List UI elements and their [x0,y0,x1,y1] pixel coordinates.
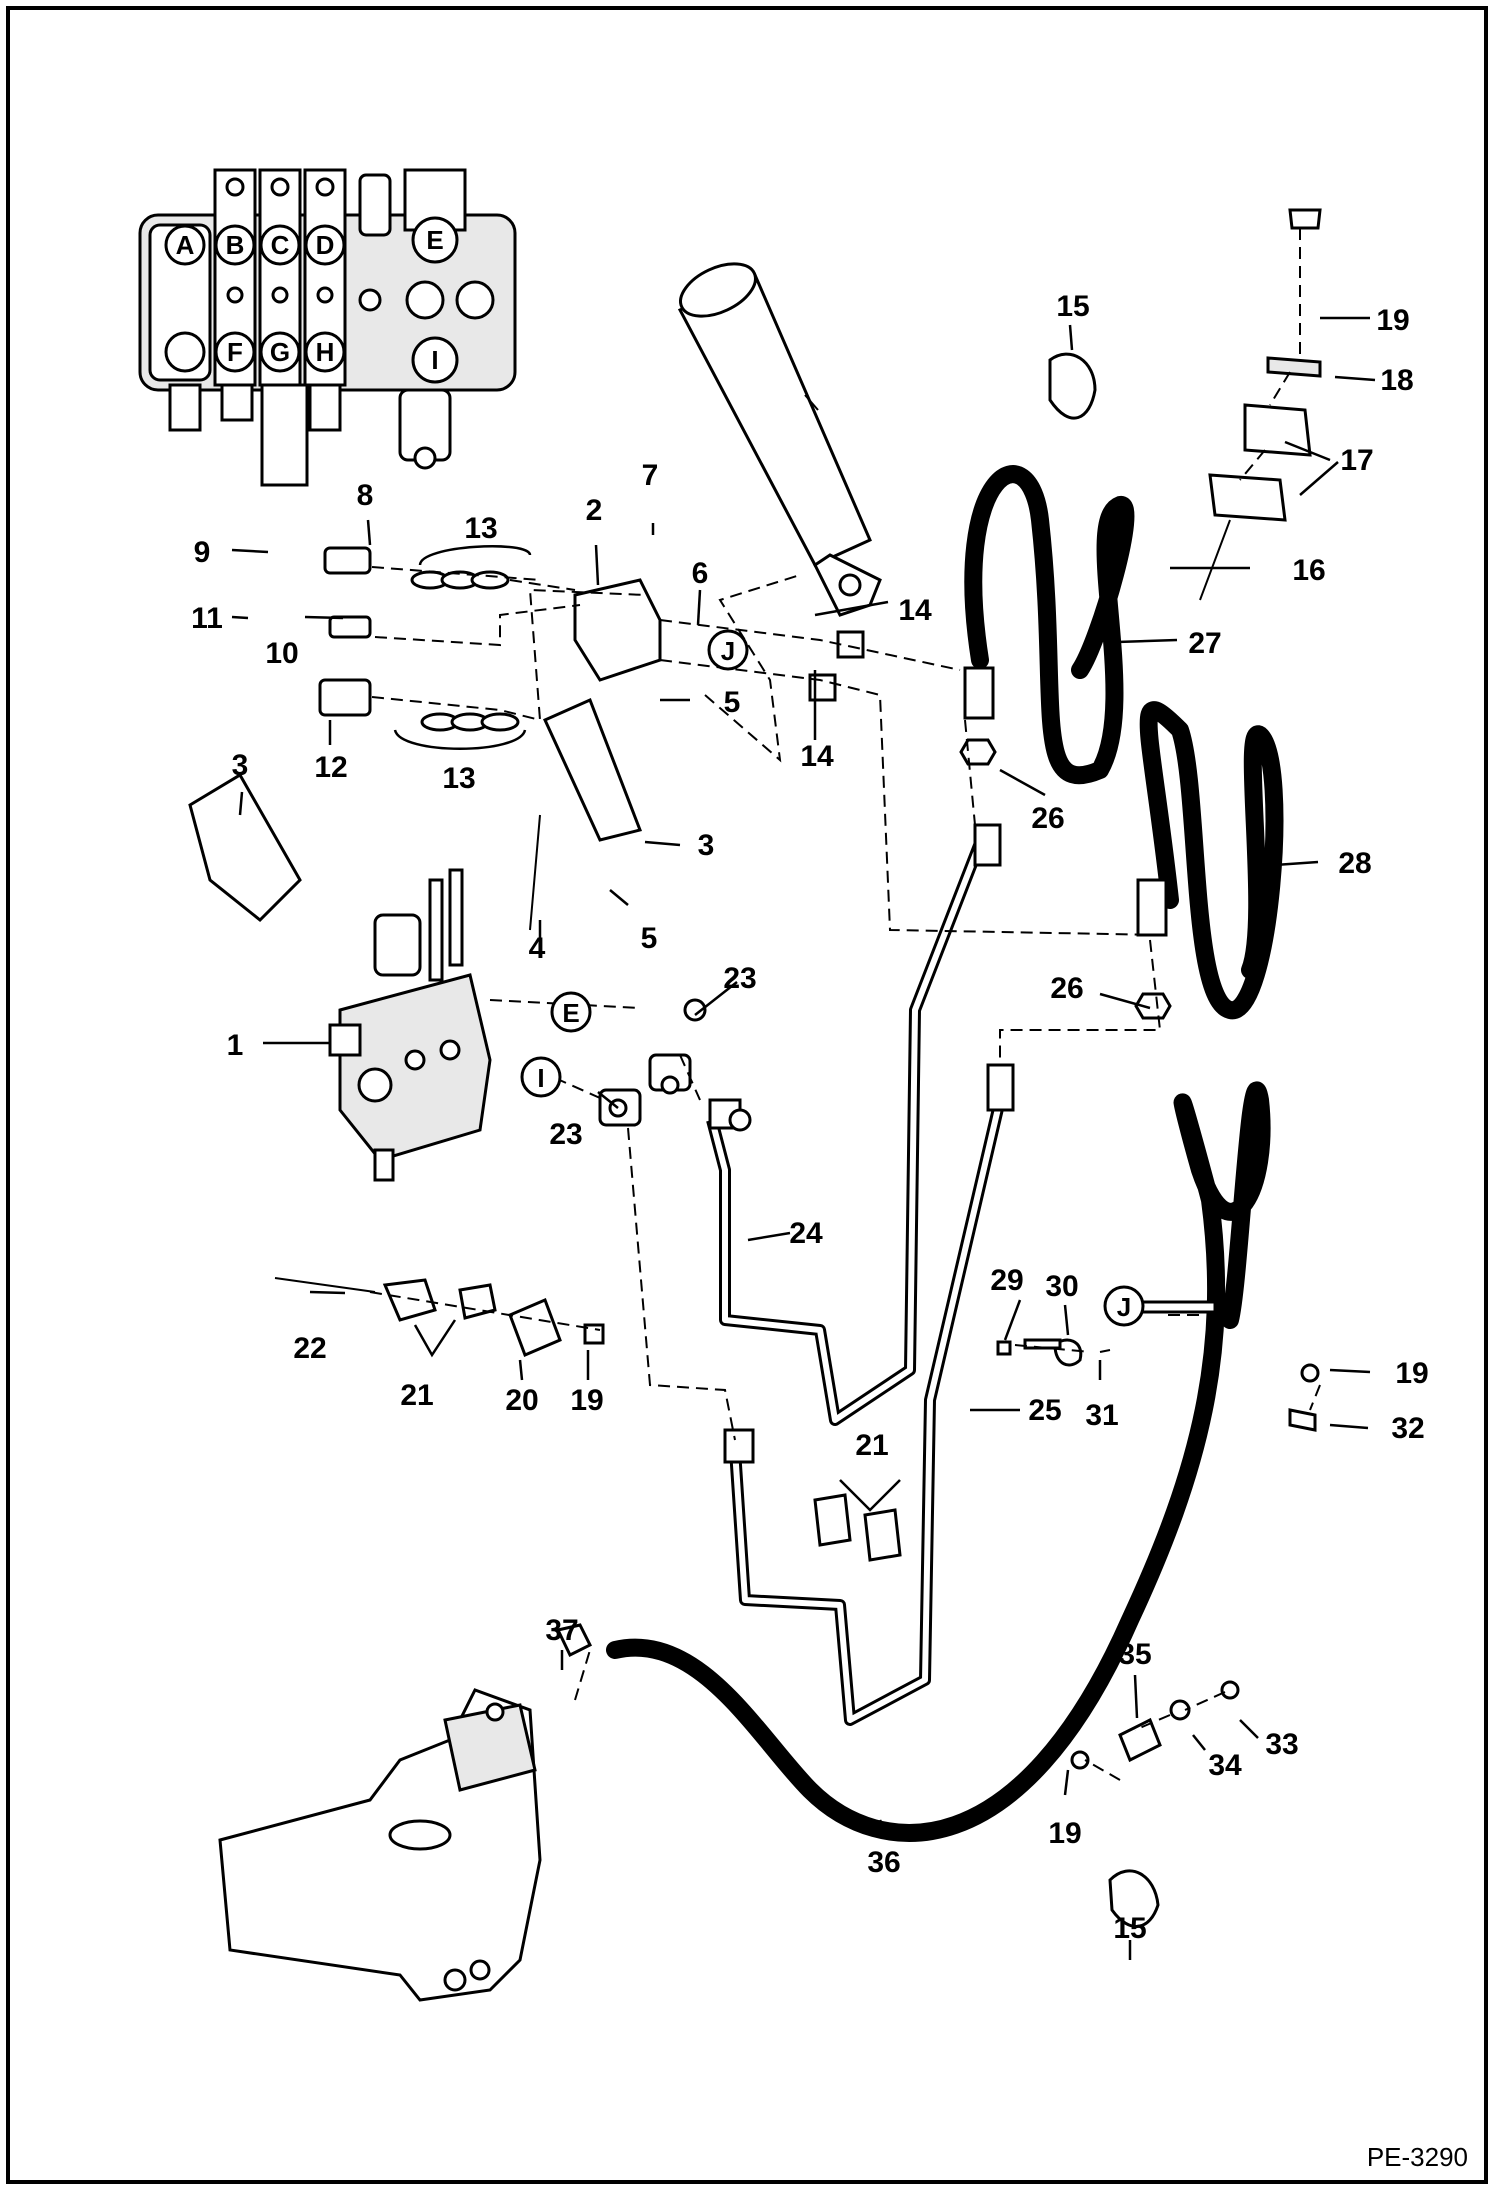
part-label-3-left: 3 [232,749,249,782]
part-label-19-bottom: 19 [1048,1817,1081,1850]
valve-label-e: E [426,225,443,255]
part-label-14-bottom: 14 [800,740,834,773]
part-label-9: 9 [194,536,211,569]
part-label-10: 10 [265,637,298,670]
part-label-5-bottom: 5 [641,922,658,955]
part-label-3-right: 3 [698,829,715,862]
part-label-14-top: 14 [898,594,932,627]
port-label-i: I [537,1063,544,1093]
leader-lines [231,316,1376,1960]
part-label-15-top: 15 [1056,290,1089,323]
part-label-17: 17 [1340,444,1373,477]
part-label-28: 28 [1338,847,1371,880]
part-label-1: 1 [227,1029,244,1062]
port-label-j-bottom: J [1117,1292,1131,1322]
part-number-labels: 1 2 3 3 4 5 5 6 7 8 9 10 11 12 13 13 14 … [191,290,1429,1945]
part-label-13-bottom: 13 [442,762,475,795]
valve-label-h: H [316,337,335,367]
part-label-30: 30 [1045,1270,1078,1303]
part-label-37: 37 [545,1614,578,1647]
part-label-4: 4 [529,932,546,965]
port-label-e: E [562,998,579,1028]
hoses [606,465,1284,1842]
part-label-18: 18 [1380,364,1413,397]
part-label-27: 27 [1188,627,1221,660]
part-label-26-top: 26 [1031,802,1064,835]
part-label-32: 32 [1391,1412,1424,1445]
part-label-20: 20 [505,1384,538,1417]
part-label-5-top: 5 [724,686,741,719]
part-label-26-bottom: 26 [1050,972,1083,1005]
valve-label-b: B [226,230,245,260]
main-valve-assembly [328,868,492,1182]
part-label-31: 31 [1085,1399,1118,1432]
small-parts [188,208,1322,1928]
part-label-21-left: 21 [400,1379,433,1412]
part-label-19-top: 19 [1376,304,1409,337]
part-label-36: 36 [867,1846,900,1879]
part-label-23-top: 23 [723,962,756,995]
part-label-34: 34 [1208,1749,1242,1782]
part-label-13-top: 13 [464,512,497,545]
part-label-21-center: 21 [855,1429,888,1462]
part-label-23-bottom: 23 [549,1118,582,1151]
part-label-29: 29 [990,1264,1023,1297]
hydraulic-tank-casting [218,1688,542,2002]
valve-label-g: G [270,337,290,367]
part-label-19-left: 19 [570,1384,603,1417]
diagram-border [6,6,1488,2184]
assembly-lines [369,228,1321,1781]
valve-label-a: A [176,230,195,260]
steel-tubes [706,823,1015,1726]
part-label-12: 12 [314,751,347,784]
lift-cylinder [677,262,882,617]
part-label-2: 2 [586,494,603,527]
part-label-7: 7 [642,459,659,492]
document-id: PE-3290 [1366,2142,1468,2172]
port-callouts: J E I J [520,629,1145,1327]
part-label-16: 16 [1292,554,1325,587]
part-label-8: 8 [357,479,374,512]
part-label-22: 22 [293,1332,326,1365]
valve-label-i: I [431,345,438,375]
part-label-19-right: 19 [1395,1357,1428,1390]
part-label-25: 25 [1028,1394,1061,1427]
valve-label-d: D [316,230,335,260]
control-valve-inset: A B C D E F G H I [138,168,517,487]
valve-label-f: F [227,337,243,367]
part-label-15-bottom: 15 [1113,1912,1146,1945]
valve-label-c: C [271,230,290,260]
part-label-35: 35 [1118,1638,1151,1671]
part-label-33: 33 [1265,1728,1298,1761]
part-label-6: 6 [692,557,709,590]
part-label-24: 24 [789,1217,823,1250]
port-label-j-top: J [721,636,735,666]
part-label-11: 11 [191,602,223,635]
